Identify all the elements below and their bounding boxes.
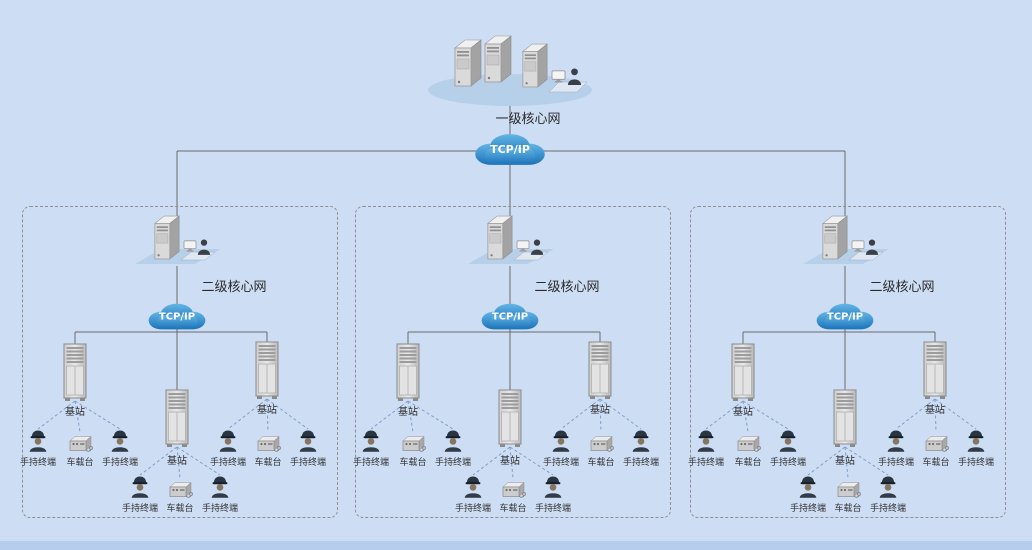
subnet-boundary — [690, 206, 1006, 518]
vehicle-station-icon — [255, 434, 281, 454]
handheld-terminal-label: 手持终端 — [869, 504, 907, 514]
handheld-terminal-icon — [218, 429, 239, 452]
subnet-boundary — [22, 206, 338, 518]
base-station-label: 基站 — [167, 456, 187, 467]
handheld-terminal-label: 手持终端 — [454, 504, 492, 514]
vehicle-station-icon — [167, 480, 193, 500]
base-station-label: 基站 — [398, 407, 418, 418]
cloud-label: TCP/IP — [158, 311, 196, 323]
vehicle-station-icon — [67, 434, 93, 454]
handheld-terminal-icon — [696, 429, 717, 452]
cloud-label: TCP/IP — [826, 311, 864, 323]
handheld-terminal-label: 手持终端 — [434, 458, 472, 468]
base-station-label: 基站 — [500, 456, 520, 467]
vehicle-station-label: 车载台 — [834, 504, 862, 514]
handheld-terminal-icon — [298, 429, 319, 452]
vehicle-station-label: 车载台 — [587, 458, 615, 468]
handheld-terminal-label: 手持终端 — [789, 504, 827, 514]
handheld-terminal-label: 手持终端 — [209, 458, 247, 468]
vehicle-station-label: 车载台 — [166, 504, 194, 514]
base-station-icon — [588, 341, 612, 399]
l2-core-label: 二级核心网 — [534, 280, 600, 295]
base-station-icon — [923, 341, 947, 399]
base-station-label: 基站 — [925, 405, 945, 416]
base-station-label: 基站 — [733, 407, 753, 418]
handheld-terminal-icon — [210, 475, 231, 498]
l2-core-server-icon — [129, 214, 225, 266]
base-station-icon — [165, 389, 189, 447]
tcpip-cloud-l2: TCP/IP — [146, 302, 208, 332]
handheld-terminal-icon — [130, 475, 151, 498]
server-cluster-icon — [428, 35, 592, 106]
vehicle-station-icon — [588, 434, 614, 454]
handheld-terminal-icon — [631, 429, 652, 452]
handheld-terminal-icon — [551, 429, 572, 452]
l2-core-server-icon — [797, 214, 893, 266]
base-station-label: 基站 — [65, 407, 85, 418]
handheld-terminal-icon — [361, 429, 382, 452]
handheld-terminal-icon — [778, 429, 799, 452]
handheld-terminal-label: 手持终端 — [957, 458, 995, 468]
handheld-terminal-label: 手持终端 — [121, 504, 159, 514]
vehicle-station-label: 车载台 — [734, 458, 762, 468]
handheld-terminal-label: 手持终端 — [534, 504, 572, 514]
handheld-terminal-label: 手持终端 — [201, 504, 239, 514]
handheld-terminal-label: 手持终端 — [19, 458, 57, 468]
base-station-icon — [498, 389, 522, 447]
base-station-label: 基站 — [835, 456, 855, 467]
handheld-terminal-icon — [886, 429, 907, 452]
base-station-icon — [731, 343, 755, 401]
base-station-icon — [255, 341, 279, 399]
handheld-terminal-icon — [110, 429, 131, 452]
handheld-terminal-icon — [878, 475, 899, 498]
vehicle-station-icon — [500, 480, 526, 500]
tcpip-cloud-l2: TCP/IP — [479, 302, 541, 332]
vehicle-station-label: 车载台 — [922, 458, 950, 468]
vehicle-station-label: 车载台 — [66, 458, 94, 468]
handheld-terminal-label: 手持终端 — [101, 458, 139, 468]
base-station-icon — [63, 343, 87, 401]
vehicle-station-icon — [835, 480, 861, 500]
handheld-terminal-label: 手持终端 — [289, 458, 327, 468]
l1-core-cluster — [425, 30, 595, 108]
handheld-terminal-label: 手持终端 — [687, 458, 725, 468]
cloud-label: TCP/IP — [491, 311, 529, 323]
l2-core-label: 二级核心网 — [869, 280, 935, 295]
handheld-terminal-icon — [443, 429, 464, 452]
subnet-3: 二级核心网 TCP/IP 基站 基站 基站 手持终端 车载台 手持终端 手持终端… — [687, 206, 1006, 518]
subnet-boundary — [355, 206, 671, 518]
subnet-2: 二级核心网 TCP/IP 基站 基站 基站 手持终端 车载台 手持终端 手持终端… — [352, 206, 671, 518]
vehicle-station-label: 车载台 — [399, 458, 427, 468]
handheld-terminal-label: 手持终端 — [622, 458, 660, 468]
handheld-terminal-label: 手持终端 — [877, 458, 915, 468]
bottom-strip — [0, 541, 1032, 550]
handheld-terminal-label: 手持终端 — [352, 458, 390, 468]
vehicle-station-icon — [400, 434, 426, 454]
base-station-label: 基站 — [590, 405, 610, 416]
vehicle-station-icon — [735, 434, 761, 454]
base-station-icon — [396, 343, 420, 401]
handheld-terminal-icon — [543, 475, 564, 498]
subnet-1: 二级核心网 TCP/IP 基站 基站 基站 手持终端 车载台 手持终端 手持终端… — [19, 206, 338, 518]
base-station-label: 基站 — [257, 405, 277, 416]
handheld-terminal-label: 手持终端 — [542, 458, 580, 468]
vehicle-station-label: 车载台 — [499, 504, 527, 514]
handheld-terminal-icon — [798, 475, 819, 498]
tcpip-cloud-l1: TCP/IP — [472, 132, 548, 168]
l2-core-server-icon — [462, 214, 558, 266]
l2-core-label: 二级核心网 — [201, 280, 267, 295]
handheld-terminal-icon — [28, 429, 49, 452]
cloud-label: TCP/IP — [490, 143, 530, 157]
handheld-terminal-label: 手持终端 — [769, 458, 807, 468]
base-station-icon — [833, 389, 857, 447]
vehicle-station-label: 车载台 — [254, 458, 282, 468]
l1-core-label: 一级核心网 — [495, 112, 561, 127]
handheld-terminal-icon — [966, 429, 987, 452]
vehicle-station-icon — [923, 434, 949, 454]
handheld-terminal-icon — [463, 475, 484, 498]
tcpip-cloud-l2: TCP/IP — [814, 302, 876, 332]
